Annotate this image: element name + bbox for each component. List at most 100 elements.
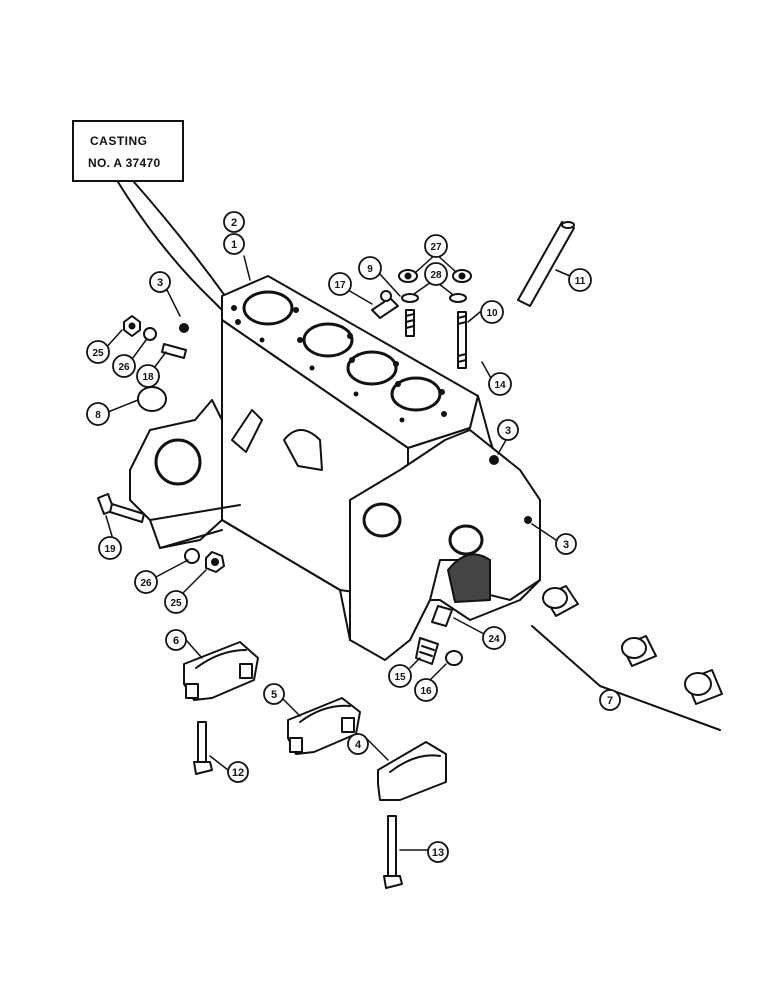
- callout-8: 12: [227, 761, 249, 783]
- washer-28a: [401, 293, 419, 303]
- cam-bushing-1: [542, 585, 579, 617]
- bolt-8: [193, 721, 213, 775]
- callout-19: 24: [482, 626, 506, 650]
- svg-text:7: 7: [607, 695, 613, 707]
- svg-text:9: 9: [367, 264, 373, 275]
- plug-15: [445, 650, 463, 666]
- callout-4: 4: [347, 733, 369, 755]
- pin-19: [431, 605, 453, 627]
- callouts: 2 1 3 25 26 18 8 17 9 27 28 10 11 14 3 3…: [86, 211, 621, 863]
- svg-text:1: 1: [231, 239, 237, 251]
- svg-text:13: 13: [432, 847, 444, 859]
- casting-leader-line: [117, 181, 223, 311]
- cam-bushing-2: [621, 635, 657, 667]
- svg-text:14: 14: [494, 380, 506, 391]
- svg-text:26: 26: [140, 578, 152, 589]
- cam-bushing-3: [684, 669, 723, 705]
- svg-text:25: 25: [170, 598, 182, 609]
- svg-text:6: 6: [173, 635, 179, 647]
- svg-text:11: 11: [575, 276, 586, 287]
- callout-9: 7: [599, 689, 621, 711]
- lockwasher-26-top: [143, 327, 157, 341]
- casting-number-label: CASTING NO. A 37470: [72, 120, 184, 182]
- plug-3-right-a: [489, 455, 499, 465]
- plug-3-top: [179, 323, 189, 333]
- fitting-14: [415, 637, 439, 665]
- svg-text:28: 28: [430, 270, 442, 281]
- callout-13: 11: [568, 268, 592, 292]
- callout-3-lower: 3: [555, 533, 577, 555]
- callout-26-bottom: 26: [134, 570, 158, 594]
- svg-text:27: 27: [430, 242, 442, 253]
- callout-24: 19: [98, 536, 122, 560]
- svg-text:25: 25: [92, 348, 104, 359]
- cylinder-bores: [242, 290, 442, 412]
- front-bore-2: [448, 524, 484, 556]
- bearing-cap-5: [287, 697, 361, 755]
- stud-12: [457, 311, 467, 369]
- callout-14: 15: [388, 664, 412, 688]
- main-bearing-opening: [447, 553, 491, 603]
- nut-25-bottom: [205, 551, 225, 573]
- stud-11: [405, 309, 415, 337]
- svg-text:19: 19: [104, 544, 116, 555]
- svg-text:17: 17: [334, 280, 346, 291]
- callout-11: 9: [358, 256, 382, 280]
- svg-text:3: 3: [563, 539, 569, 551]
- svg-text:15: 15: [394, 672, 406, 683]
- callout-28: 28: [424, 262, 448, 286]
- svg-text:3: 3: [157, 277, 163, 289]
- side-pad: [231, 409, 263, 453]
- callout-17: 17: [328, 272, 352, 296]
- callout-26-top: 26: [112, 354, 136, 378]
- cylinder-bore-1: [242, 290, 294, 326]
- callout-leaders: [103, 253, 571, 851]
- front-bore: [362, 502, 402, 538]
- stud-18: [161, 343, 187, 359]
- callout-7: 13: [427, 841, 449, 863]
- svg-text:4: 4: [355, 739, 362, 751]
- fitting-17: [371, 290, 399, 319]
- washer-28b: [449, 293, 467, 303]
- callout-2: 2: [223, 211, 245, 233]
- svg-text:26: 26: [118, 362, 130, 373]
- callout-3-right: 3: [497, 419, 519, 441]
- callout-3-top: 3: [149, 271, 171, 293]
- svg-text:5: 5: [271, 689, 277, 701]
- pin-13: [517, 221, 575, 307]
- casting-leader-line-2: [133, 181, 231, 386]
- deck-holes: [231, 305, 447, 423]
- callout-27: 27: [424, 234, 448, 258]
- rear-bore: [154, 438, 202, 486]
- bolt-24: [97, 493, 145, 523]
- callout-12: 10: [480, 300, 504, 324]
- side-pad-2: [283, 429, 323, 471]
- nut-27b: [452, 269, 472, 283]
- nut-27a: [398, 269, 418, 283]
- nut-25-top: [123, 315, 141, 337]
- bushing-group-line: [531, 625, 721, 731]
- svg-text:16: 16: [420, 686, 432, 697]
- svg-text:3: 3: [505, 425, 511, 437]
- callout-18: 18: [136, 364, 160, 388]
- casting-label-line2: NO. A 37470: [88, 156, 161, 170]
- callout-5: 5: [263, 683, 285, 705]
- callout-25-bottom: 25: [164, 590, 188, 614]
- callout-15: 16: [414, 678, 438, 702]
- cylinder-bore-3: [346, 350, 398, 386]
- casting-label-line1: CASTING: [90, 134, 148, 148]
- callout-6: 6: [165, 629, 187, 651]
- callout-10: 8: [86, 402, 110, 426]
- bolt-7: [383, 815, 403, 889]
- svg-text:18: 18: [142, 372, 154, 383]
- svg-text:24: 24: [488, 634, 500, 645]
- callout-1: 1: [223, 233, 245, 255]
- callout-16: 14: [488, 372, 512, 396]
- svg-text:12: 12: [232, 767, 244, 779]
- svg-text:2: 2: [231, 217, 237, 229]
- svg-text:10: 10: [486, 308, 498, 319]
- cylinder-bore-2: [302, 322, 354, 358]
- callout-25-top: 25: [86, 340, 110, 364]
- svg-text:8: 8: [95, 410, 101, 421]
